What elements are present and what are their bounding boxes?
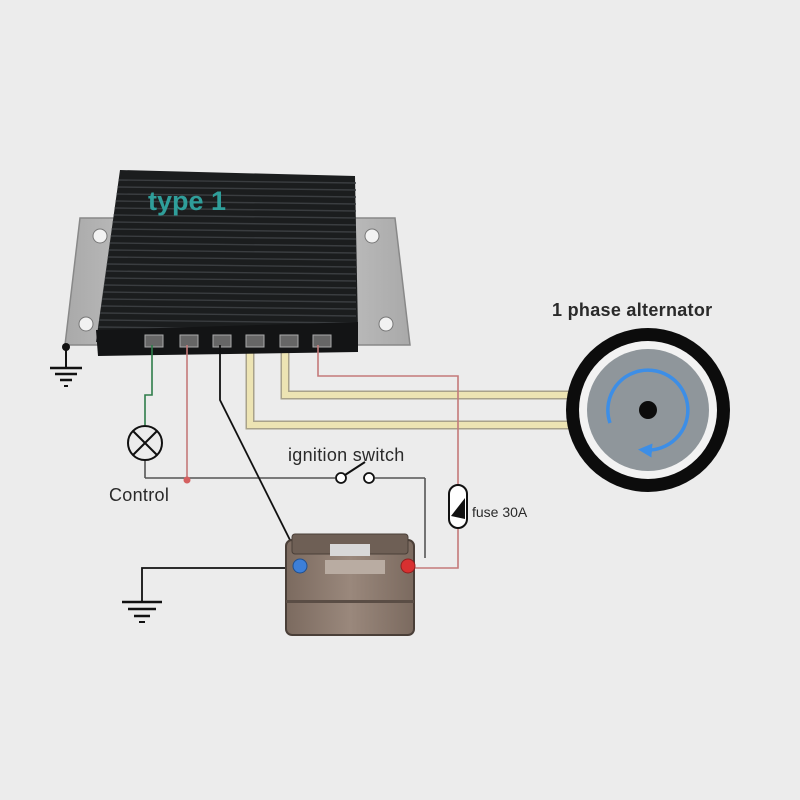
- heatsink-fin: [105, 270, 357, 275]
- unit-type-label: type 1: [148, 186, 227, 216]
- switch-icon: [335, 461, 375, 484]
- heatsink-fin: [117, 186, 357, 191]
- red-control-wire: [183, 345, 191, 484]
- heatsink-fins: [97, 179, 357, 331]
- heatsink-fin: [106, 263, 357, 268]
- heatsink-fin: [115, 200, 357, 205]
- control-lamp-wire: [144, 345, 426, 558]
- heatsink-fin: [116, 193, 357, 198]
- ignition-switch-label: ignition switch: [288, 445, 405, 465]
- battery-ground-icon: [122, 600, 162, 623]
- fused-positive-wire: [317, 345, 459, 569]
- heatsink-fin: [98, 319, 357, 324]
- heatsink-fin: [102, 291, 357, 296]
- controller-terminals: [144, 334, 332, 348]
- heatsink-fin: [108, 249, 357, 254]
- heatsink-fin: [114, 207, 357, 212]
- heatsink-fin: [99, 312, 357, 317]
- heatsink-fin: [109, 242, 357, 247]
- heatsink-fin: [110, 235, 357, 240]
- heatsink-fin: [103, 284, 357, 289]
- lamp-icon: [127, 425, 163, 461]
- heatsink-fin: [104, 277, 357, 282]
- battery-negative-wire: [141, 345, 301, 602]
- fuse-icon: [448, 484, 468, 529]
- heatsink-fin: [113, 214, 357, 219]
- heatsink-fin: [112, 221, 357, 226]
- heatsink-fin: [111, 228, 357, 233]
- ground-symbol-icon: [50, 343, 82, 387]
- heatsink-fin: [100, 305, 357, 310]
- ac-wires: [245, 340, 575, 430]
- alternator-label: 1 phase alternator: [552, 300, 713, 320]
- control-label: Control: [109, 485, 170, 505]
- heatsink-fin: [107, 256, 357, 261]
- controller-unit: [96, 170, 358, 356]
- heatsink-fin: [101, 298, 357, 303]
- fuse-label: fuse 30A: [472, 504, 528, 520]
- alternator-icon: [566, 328, 730, 492]
- battery-icon: [285, 533, 416, 636]
- heatsink-fin: [118, 179, 357, 184]
